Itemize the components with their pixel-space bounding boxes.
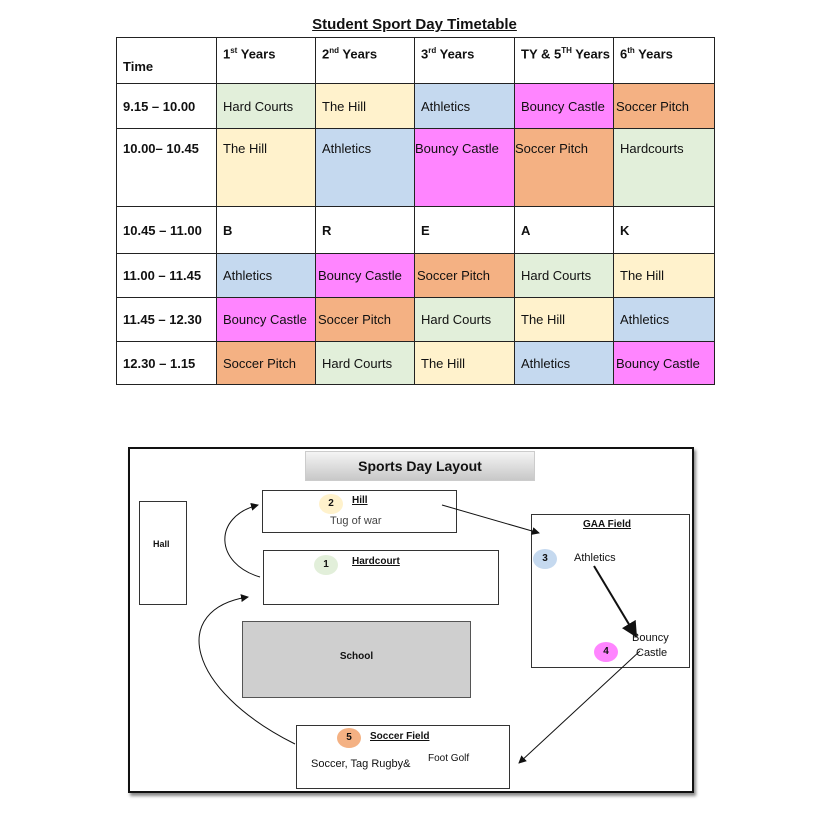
table-cell: Athletics: [414, 83, 515, 129]
school-building: School: [242, 621, 471, 698]
arrow-bouncy-to-soccer: [518, 650, 641, 764]
table-cell: Athletics: [216, 253, 316, 298]
school-label: School: [339, 651, 374, 662]
athletics-label: Athletics: [574, 552, 616, 564]
table-cell: Soccer Pitch: [315, 297, 415, 342]
arrow-soccer-to-hardcourt: [198, 594, 296, 745]
table-row: 9.15 – 10.00 Hard Courts The Hill Athlet…: [116, 83, 715, 129]
row-time: 10.45 – 11.00: [116, 206, 217, 254]
table-row: 12.30 – 1.15 Soccer Pitch Hard Courts Th…: [116, 341, 715, 385]
table-cell: Bouncy Castle: [514, 83, 614, 129]
row-time: 12.30 – 1.15: [116, 341, 217, 385]
table-cell: The Hill: [613, 253, 715, 298]
table-cell: B: [216, 206, 316, 254]
gaa-field-label: GAA Field: [583, 519, 631, 530]
table-row: 11.00 – 11.45 Athletics Bouncy Castle So…: [116, 253, 715, 298]
gaa-field-area: GAA Field 3 Athletics 4 Bouncy Castle: [531, 514, 690, 668]
route-arrows: [198, 502, 641, 764]
hill-area: 2 Hill Tug of war: [262, 490, 457, 533]
table-cell: Bouncy Castle: [414, 128, 515, 207]
table-cell: K: [613, 206, 715, 254]
timetable-title: Student Sport Day Timetable: [312, 16, 517, 33]
row-time: 11.45 – 12.30: [116, 297, 217, 342]
header-1st-years: 1st Years: [216, 37, 316, 84]
table-cell: Hard Courts: [315, 341, 415, 385]
table-cell: Bouncy Castle: [613, 341, 715, 385]
table-cell: The Hill: [514, 297, 614, 342]
table-cell: The Hill: [315, 83, 415, 129]
row-time: 10.00– 10.45: [116, 128, 217, 207]
table-cell: Hardcourts: [613, 128, 715, 207]
soccer-field-label: Soccer Field: [370, 731, 430, 742]
soccer-number-badge: 5: [337, 728, 361, 748]
bouncy-label-line1: Bouncy: [632, 632, 669, 644]
header-3rd-years: 3rd Years: [414, 37, 515, 84]
hill-label: Hill: [352, 495, 368, 506]
soccer-sublabel-1: Soccer, Tag Rugby&: [311, 758, 411, 770]
arrow-hill-to-gaa: [441, 504, 540, 535]
timetable: Time 1st Years 2nd Years 3rd Years TY & …: [116, 37, 715, 385]
sports-day-layout-map: Sports Day Layout Hall 2 Hill Tug of war…: [128, 447, 694, 793]
table-cell: Hard Courts: [514, 253, 614, 298]
bouncy-label-line2: Castle: [636, 647, 668, 659]
athletics-number-badge: 3: [533, 549, 557, 569]
table-row: 11.45 – 12.30 Bouncy Castle Soccer Pitch…: [116, 297, 715, 342]
arrow-hardcourt-to-hill: [224, 502, 261, 578]
table-cell: Soccer Pitch: [613, 83, 715, 129]
table-cell: R: [315, 206, 415, 254]
soccer-field-area: 5 Soccer Field Soccer, Tag Rugby& Foot G…: [296, 725, 510, 789]
table-row: 10.00– 10.45 The Hill Athletics Bouncy C…: [116, 128, 715, 207]
table-cell: Hard Courts: [414, 297, 515, 342]
table-cell: Soccer Pitch: [414, 253, 515, 298]
table-cell: The Hill: [216, 128, 316, 207]
header-time: Time: [116, 37, 217, 84]
table-cell: E: [414, 206, 515, 254]
table-cell: Soccer Pitch: [514, 128, 614, 207]
hall-label: Hall: [153, 539, 170, 549]
timetable-header-row: Time 1st Years 2nd Years 3rd Years TY & …: [116, 37, 715, 84]
table-row: 10.45 – 11.00 B R E A K: [116, 206, 715, 254]
hill-number-badge: 2: [319, 494, 343, 514]
hardcourt-area: 1 Hardcourt: [263, 550, 499, 605]
table-cell: Hard Courts: [216, 83, 316, 129]
header-ty-5th-years: TY & 5TH Years: [514, 37, 614, 84]
hardcourt-label: Hardcourt: [352, 556, 400, 567]
soccer-sublabel-2: Foot Golf: [428, 753, 470, 764]
table-cell: Soccer Pitch: [216, 341, 316, 385]
table-cell: Bouncy Castle: [315, 253, 415, 298]
table-cell: Athletics: [315, 128, 415, 207]
header-2nd-years: 2nd Years: [315, 37, 415, 84]
hall-area: Hall: [139, 501, 187, 605]
bouncy-castle-number-badge: 4: [594, 642, 618, 662]
header-6th-years: 6th Years: [613, 37, 715, 84]
row-time: 9.15 – 10.00: [116, 83, 217, 129]
table-cell: The Hill: [414, 341, 515, 385]
table-cell: A: [514, 206, 614, 254]
hardcourt-number-badge: 1: [314, 555, 338, 575]
table-cell: Athletics: [514, 341, 614, 385]
row-time: 11.00 – 11.45: [116, 253, 217, 298]
arrow-athletics-to-bouncy: [593, 565, 638, 638]
hill-sublabel: Tug of war: [330, 515, 382, 527]
table-cell: Athletics: [613, 297, 715, 342]
layout-title: Sports Day Layout: [305, 451, 535, 481]
table-cell: Bouncy Castle: [216, 297, 316, 342]
